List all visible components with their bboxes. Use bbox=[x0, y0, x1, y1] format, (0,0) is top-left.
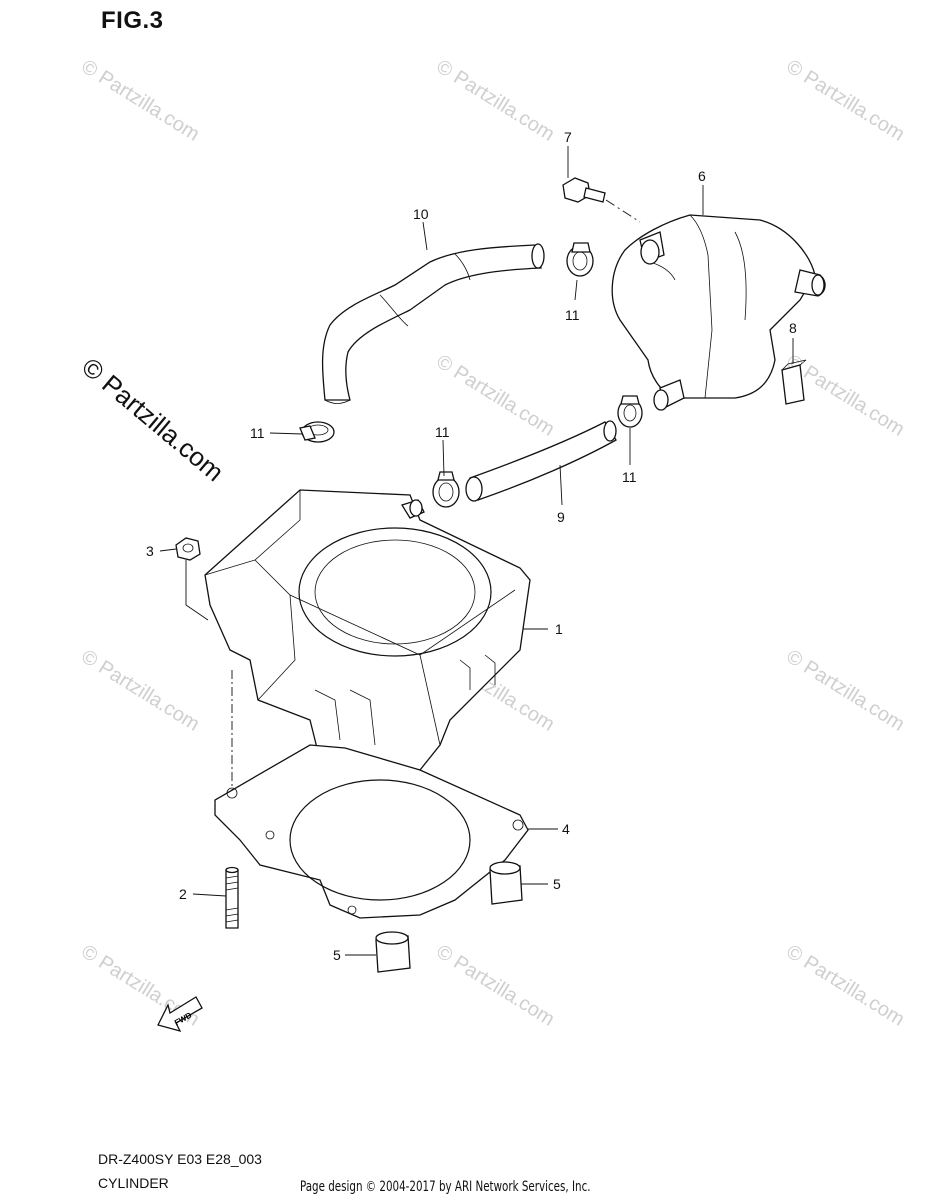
callout-2[interactable]: 2 bbox=[179, 886, 187, 902]
part-5-dowel-pin-right[interactable] bbox=[489, 861, 523, 905]
part-11-clamp-mid[interactable] bbox=[432, 471, 460, 508]
watermark-text: © Partzilla.com bbox=[432, 941, 558, 1031]
part-11-clamp-top[interactable] bbox=[566, 242, 594, 277]
callout-11[interactable]: 11 bbox=[622, 469, 637, 485]
model-code: DR-Z400SY E03 E28_003 bbox=[98, 1151, 262, 1167]
callout-5[interactable]: 5 bbox=[333, 947, 341, 963]
callout-labels: 7 6 10 11 8 11 11 11 9 3 1 4 5 2 5 bbox=[146, 129, 797, 963]
part-5-dowel-pin-lower[interactable] bbox=[375, 931, 411, 973]
page-credit: Page design © 2004-2017 by ARI Network S… bbox=[300, 1179, 591, 1195]
part-4-gasket[interactable] bbox=[214, 744, 529, 919]
part-11-clamp-right[interactable] bbox=[617, 395, 643, 428]
callout-8[interactable]: 8 bbox=[789, 320, 797, 336]
part-1-cylinder[interactable] bbox=[204, 489, 531, 776]
leader-lines bbox=[159, 146, 794, 956]
callout-9[interactable]: 9 bbox=[557, 509, 565, 525]
watermark-text: © Partzilla.com bbox=[432, 56, 558, 146]
callout-6[interactable]: 6 bbox=[698, 168, 706, 184]
watermark-text: © Partzilla.com bbox=[77, 56, 203, 146]
part-7-bolt[interactable] bbox=[562, 177, 641, 223]
watermark-text: © Partzilla.com bbox=[77, 646, 203, 736]
callout-1[interactable]: 1 bbox=[555, 621, 563, 637]
part-11-clamp-left[interactable] bbox=[299, 421, 335, 443]
part-2-stud-bolt[interactable] bbox=[225, 866, 239, 929]
callout-11[interactable]: 11 bbox=[435, 424, 450, 440]
section-name: CYLINDER bbox=[98, 1175, 169, 1191]
callout-11[interactable]: 11 bbox=[250, 425, 265, 441]
callout-5[interactable]: 5 bbox=[553, 876, 561, 892]
callout-7[interactable]: 7 bbox=[564, 129, 572, 145]
callout-4[interactable]: 4 bbox=[562, 821, 570, 837]
watermark-text: © Partzilla.com bbox=[782, 56, 908, 146]
part-9-hose[interactable] bbox=[465, 420, 617, 502]
watermark-text: © Partzilla.com bbox=[432, 351, 558, 441]
callout-10[interactable]: 10 bbox=[413, 206, 429, 222]
watermark-text: © Partzilla.com bbox=[782, 941, 908, 1031]
figure-title: FIG.3 bbox=[101, 7, 164, 34]
callout-11[interactable]: 11 bbox=[565, 307, 580, 323]
part-8-seal[interactable] bbox=[781, 359, 807, 405]
watermark-text: © Partzilla.com bbox=[782, 646, 908, 736]
part-10-hose[interactable] bbox=[321, 243, 545, 404]
part-3-nut[interactable] bbox=[175, 537, 201, 561]
callout-3[interactable]: 3 bbox=[146, 543, 154, 559]
part-6-reed-valve[interactable] bbox=[611, 214, 826, 411]
watermark-text-primary: © Partzilla.com bbox=[76, 352, 229, 488]
